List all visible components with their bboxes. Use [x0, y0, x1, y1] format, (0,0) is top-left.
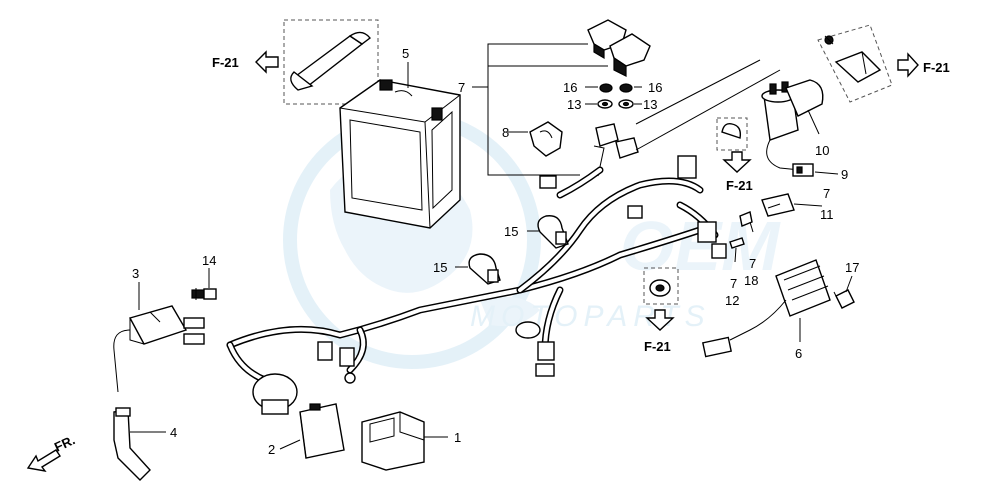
callout-13-right: 13	[643, 97, 657, 112]
harness-clamp-lower[interactable]	[468, 253, 501, 285]
starter-relay[interactable]	[761, 79, 824, 171]
callout-8: 8	[502, 125, 509, 140]
arrow-right-icon	[897, 52, 919, 78]
ref-f21-bottom[interactable]: F-21	[644, 309, 675, 354]
ref-f21-bottom-label: F-21	[644, 339, 671, 354]
relay-bracket[interactable]	[824, 35, 882, 83]
callout-17: 17	[845, 260, 859, 275]
callout-12: 12	[725, 293, 739, 308]
callout-7-clip-18: 7	[749, 256, 756, 271]
battery[interactable]	[339, 79, 461, 229]
cdi-unit[interactable]	[299, 403, 345, 459]
clamp-box-bottom	[643, 267, 679, 305]
ref-f21-top-right-label: F-21	[923, 60, 950, 75]
ref-f21-top-left-label: F-21	[212, 55, 239, 70]
clip-18[interactable]	[739, 211, 753, 227]
ref-f21-top-right[interactable]: F-21	[897, 52, 950, 78]
callout-6: 6	[795, 346, 802, 361]
regulator-rectifier[interactable]	[701, 259, 831, 358]
bolt-14[interactable]	[191, 288, 217, 300]
callout-16-right: 16	[648, 80, 662, 95]
ref-f21-mid-label: F-21	[726, 178, 753, 193]
callout-14: 14	[202, 253, 216, 268]
nut-16-left[interactable]	[599, 83, 613, 93]
callout-5: 5	[402, 46, 409, 61]
ref-f21-mid[interactable]: F-21	[722, 151, 753, 193]
battery-cable-terminals[interactable]	[593, 123, 639, 177]
clamp-box-mid	[716, 117, 748, 151]
front-direction-indicator: FR.	[26, 432, 77, 472]
battery-strap[interactable]	[290, 31, 371, 91]
arrow-down-icon	[645, 309, 675, 331]
washer-13-right[interactable]	[618, 99, 634, 109]
callout-13-left: 13	[567, 97, 581, 112]
terminal-cover-lower[interactable]	[609, 33, 651, 77]
callout-16-left: 16	[563, 80, 577, 95]
bolt-17[interactable]	[833, 289, 855, 309]
callout-3: 3	[132, 266, 139, 281]
callout-2: 2	[268, 442, 275, 457]
callout-18: 18	[744, 273, 758, 288]
harness-clamp-upper[interactable]	[537, 215, 569, 249]
callout-4: 4	[170, 425, 177, 440]
callout-11: 11	[820, 207, 834, 222]
arrow-left-icon	[255, 50, 279, 74]
ignition-coil[interactable]	[113, 305, 205, 393]
callout-15-upper: 15	[504, 224, 518, 239]
cdi-rubber-mount[interactable]	[361, 411, 425, 471]
callout-7-connector: 7	[823, 186, 830, 201]
callout-15-lower: 15	[433, 260, 447, 275]
harness-round-module[interactable]	[252, 373, 298, 415]
relay-connector-9[interactable]	[792, 163, 814, 177]
watermark-text: MOTOPARTS	[470, 300, 711, 333]
leader-lines	[130, 43, 853, 450]
front-arrow-icon	[26, 449, 61, 472]
relay-bracket-box	[817, 24, 893, 103]
connector-11[interactable]	[761, 193, 795, 217]
battery-strap-box	[283, 19, 379, 105]
spark-plug-cap[interactable]	[113, 407, 151, 481]
callout-10: 10	[815, 143, 829, 158]
washer-13-left[interactable]	[597, 99, 613, 109]
arrow-down-icon	[722, 151, 752, 173]
clip-12[interactable]	[729, 237, 745, 249]
clamp-small-mid[interactable]	[721, 122, 742, 139]
callout-9: 9	[841, 167, 848, 182]
harness-connectors[interactable]	[317, 155, 727, 384]
ref-f21-top-left[interactable]: F-21	[212, 50, 279, 74]
callout-1: 1	[454, 430, 461, 445]
callout-7-battery-cover: 7	[458, 80, 465, 95]
nut-16-right[interactable]	[619, 83, 633, 93]
clamp-small-bottom[interactable]	[649, 279, 671, 297]
callout-7-clip-12: 7	[730, 276, 737, 291]
terminal-cover-8[interactable]	[529, 121, 563, 157]
front-label: FR.	[52, 432, 77, 454]
